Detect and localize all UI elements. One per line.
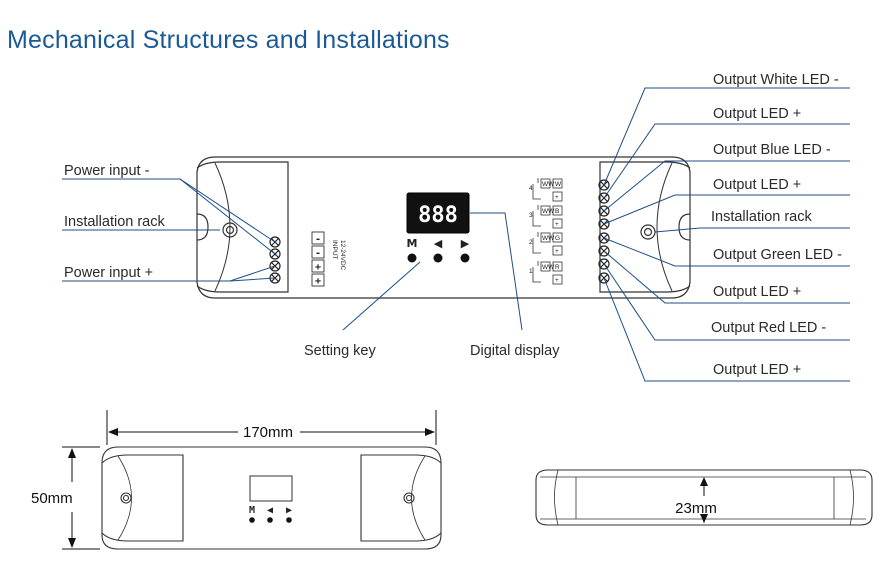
channel-2-small: WW	[542, 235, 555, 242]
channel-4-sign: +	[555, 194, 559, 201]
channel-3-sign: +	[555, 221, 559, 228]
output-green-minus-label: Output Green LED -	[713, 247, 842, 263]
input-voltage-label: 12-24VDC	[339, 240, 346, 271]
power-input-plus-label: Power input +	[64, 265, 153, 281]
dimension-top-view	[101, 446, 442, 550]
page-title: Mechanical Structures and Installations	[7, 26, 450, 54]
input-pin-2: -	[315, 248, 321, 259]
m-key-label: M	[407, 237, 418, 250]
input-block: - - + + INPUT 12-24VDC	[311, 231, 346, 287]
right-key[interactable]	[460, 253, 470, 263]
left-leaders	[62, 178, 276, 282]
setting-keys: M ◀ ▶	[407, 237, 470, 263]
dim-left-key-label: ◀	[267, 505, 273, 516]
channel-1-letter: R	[555, 264, 560, 271]
output-blue-minus-label: Output Blue LED -	[713, 142, 831, 158]
input-label: INPUT	[331, 240, 338, 260]
length-label: 170mm	[243, 424, 293, 441]
output-block: 4 3 2 1 WW WW WW WW W B G R + + + +	[529, 178, 563, 285]
installation-rack-left-label: Installation rack	[64, 214, 165, 230]
output-white-minus-label: Output White LED -	[713, 72, 839, 88]
power-terminals	[269, 236, 281, 284]
channel-1-sign: +	[555, 277, 559, 284]
output-led-plus-3-label: Output LED +	[713, 284, 801, 300]
channel-1-number: 1	[529, 268, 533, 275]
left-rack-notch	[196, 213, 209, 241]
output-led-plus-2-label: Output LED +	[713, 177, 801, 193]
dim-right-key-label: ▶	[286, 505, 292, 516]
display-digits: 888	[418, 203, 458, 228]
bottom-leaders	[342, 212, 523, 331]
right-rack-notch	[678, 213, 691, 241]
right-leaders	[603, 87, 850, 382]
digital-display: 888	[406, 192, 470, 234]
channel-3-letter: B	[555, 208, 559, 215]
length-dimension	[106, 410, 437, 445]
left-key[interactable]	[433, 253, 443, 263]
setting-key-label: Setting key	[304, 343, 376, 359]
left-key-label: ◀	[434, 237, 443, 250]
height-label: 23mm	[675, 500, 717, 517]
input-pin-4: +	[315, 276, 321, 287]
power-input-minus-label: Power input -	[64, 163, 150, 179]
height-dimension	[700, 477, 708, 523]
input-pin-1: -	[315, 234, 321, 245]
input-pin-3: +	[315, 262, 321, 273]
left-end-cap	[196, 161, 289, 293]
width-dimension	[62, 446, 100, 550]
channel-1-small: WW	[542, 264, 555, 271]
width-label: 50mm	[31, 490, 73, 507]
dim-m-key-label: M	[249, 505, 255, 516]
right-screw-icon	[640, 224, 656, 240]
digital-display-label: Digital display	[470, 343, 560, 359]
channel-4-number: 4	[529, 185, 533, 192]
channel-4-letter: W	[555, 181, 562, 188]
dimension-view-buttons: M ◀ ▶	[249, 505, 292, 523]
right-key-label: ▶	[461, 237, 470, 250]
channel-3-small: WW	[542, 208, 555, 215]
output-led-plus-4-label: Output LED +	[713, 362, 801, 378]
installation-rack-right-label: Installation rack	[711, 209, 812, 225]
output-red-minus-label: Output Red LED -	[711, 320, 826, 336]
m-key[interactable]	[407, 253, 417, 263]
channel-2-sign: +	[555, 248, 559, 255]
output-led-plus-1-label: Output LED +	[713, 106, 801, 122]
channel-4-small: WW	[542, 181, 555, 188]
channel-2-letter: G	[555, 235, 560, 242]
channel-3-number: 3	[529, 212, 533, 219]
right-end-cap	[599, 161, 691, 293]
left-screw-icon	[222, 222, 238, 238]
channel-2-number: 2	[529, 239, 533, 246]
